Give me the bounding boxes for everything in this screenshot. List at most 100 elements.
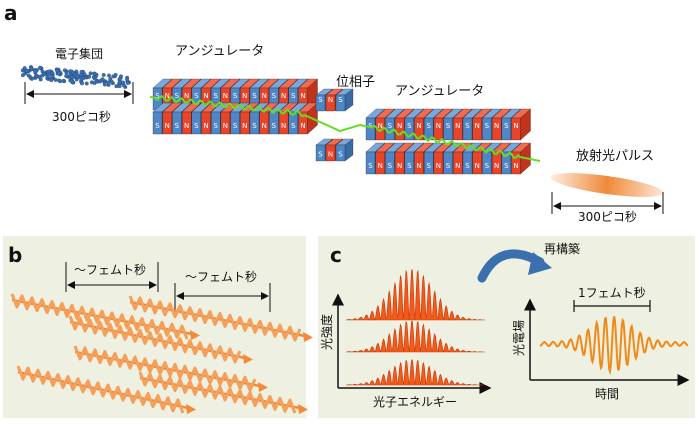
electron-dot	[113, 72, 118, 77]
electron-dot	[25, 68, 30, 73]
magnet-pole-label: N	[165, 122, 170, 130]
magnet-pole-label: S	[291, 122, 296, 130]
magnet-pole-label: N	[455, 122, 460, 130]
magnet-pole-label: S	[155, 122, 160, 130]
magnet-pole-label: N	[281, 92, 286, 100]
undulator-2-label: アンジュレータ	[395, 84, 484, 99]
magnet-pole-label: N	[397, 122, 402, 130]
magnet-pole-label: N	[378, 122, 383, 130]
electron-dot	[47, 69, 52, 74]
electron-dot	[40, 73, 45, 78]
pulse-train	[138, 371, 308, 414]
magnet-pole-label: N	[494, 122, 499, 130]
panel-b-letter: b	[8, 243, 22, 267]
magnet-pole-label: S	[194, 92, 199, 100]
magnet-pole-label: S	[338, 96, 343, 104]
spectra-group	[345, 269, 486, 386]
magnet-pole-label: N	[513, 122, 518, 130]
reconstruct-label: 再構築	[544, 241, 580, 256]
electron-dot	[62, 68, 67, 73]
magnet-pole-label: S	[213, 122, 218, 130]
pulse-train	[128, 295, 313, 342]
electron-dot	[50, 73, 55, 78]
magnet-pole-label: N	[475, 122, 480, 130]
electron-dot	[73, 72, 78, 77]
magnet-pole-label: N	[436, 162, 441, 170]
magnet-pole-label: S	[233, 122, 238, 130]
magnet-pole-label: N	[262, 122, 267, 130]
duration-bracket	[573, 300, 651, 312]
electron-dot	[82, 72, 87, 77]
spectrum-trace	[345, 269, 486, 322]
radiation-pulse-label: 放射光パルス	[576, 148, 654, 164]
magnet-pole-label: N	[223, 122, 228, 130]
interval-bracket-2	[174, 283, 271, 312]
magnet-pole-label: N	[416, 162, 421, 170]
electron-dot	[88, 71, 93, 76]
electron-dot	[38, 65, 43, 70]
electron-dot	[121, 80, 126, 85]
magnet-pole-label: S	[233, 92, 238, 100]
magnet-pole-label: N	[455, 162, 460, 170]
interval-label-1: ～フェムト秒	[74, 263, 146, 277]
electron-dot	[49, 78, 54, 83]
magnet-pole-label: S	[272, 122, 277, 130]
magnet-pole-label: N	[300, 92, 305, 100]
electron-bunch-label: 電子集団	[55, 46, 103, 61]
pulse-train	[10, 293, 200, 340]
magnet-pole-label: N	[184, 122, 189, 130]
spectrum-x-label: 光子エネルギー	[373, 395, 457, 409]
phase-shifter-label: 位相子	[336, 75, 375, 90]
electron-dot	[101, 73, 106, 77]
magnet-pole-label: N	[475, 162, 480, 170]
electron-dot	[64, 74, 69, 79]
electron-dot	[26, 73, 31, 78]
reconstruct-arrow-head	[528, 252, 552, 275]
magnet-pole-label: N	[436, 122, 441, 130]
magnet-pole-label: S	[175, 122, 180, 130]
electron-dot	[33, 69, 38, 74]
magnet-pole-label: S	[272, 92, 277, 100]
electron-dot	[94, 72, 99, 77]
electron-dot	[46, 72, 51, 77]
electron-dot	[87, 74, 92, 79]
magnet-pole-label: S	[504, 122, 509, 130]
electron-dot	[29, 66, 34, 71]
magnet-pole-label: S	[155, 92, 160, 100]
pulse-duration-bracket	[551, 192, 664, 214]
magnet-block: S	[335, 88, 354, 112]
electron-dot	[89, 80, 94, 85]
undulator-1-label: アンジュレータ	[175, 44, 264, 59]
spectrum-axes	[332, 293, 492, 394]
panel-c-letter: c	[330, 243, 342, 267]
magnet-pole-label: N	[416, 122, 421, 130]
pulse-train	[68, 315, 253, 364]
spectrum-y-label: 光強度	[319, 314, 334, 350]
electron-dot	[84, 81, 89, 86]
panel-c-background	[318, 236, 695, 418]
electron-dot	[70, 75, 75, 80]
magnet-pole-label: N	[328, 151, 333, 159]
electron-dot	[34, 73, 39, 78]
magnet-pole-label: N	[378, 162, 383, 170]
electron-dot	[117, 84, 122, 89]
interval-bracket-1	[65, 262, 159, 292]
magnet-pole-label: S	[446, 162, 451, 170]
electron-dot	[117, 77, 122, 81]
magnet-pole-label: S	[291, 92, 296, 100]
magnet-pole-label: S	[338, 151, 343, 159]
electron-dot	[109, 79, 114, 84]
magnet-pole-label: N	[300, 122, 305, 130]
magnet-pole-label: S	[407, 122, 412, 130]
field-x-label: 時間	[595, 387, 619, 401]
magnet-pole-label: N	[397, 162, 402, 170]
magnet-pole-label: S	[318, 96, 323, 104]
pulse-train	[73, 345, 268, 392]
field-y-label: 光電場	[512, 320, 526, 356]
magnet-pole-label: S	[318, 151, 323, 159]
magnet-pole-label: S	[426, 162, 431, 170]
electron-dot	[81, 76, 86, 81]
magnet-block: S	[335, 138, 354, 162]
